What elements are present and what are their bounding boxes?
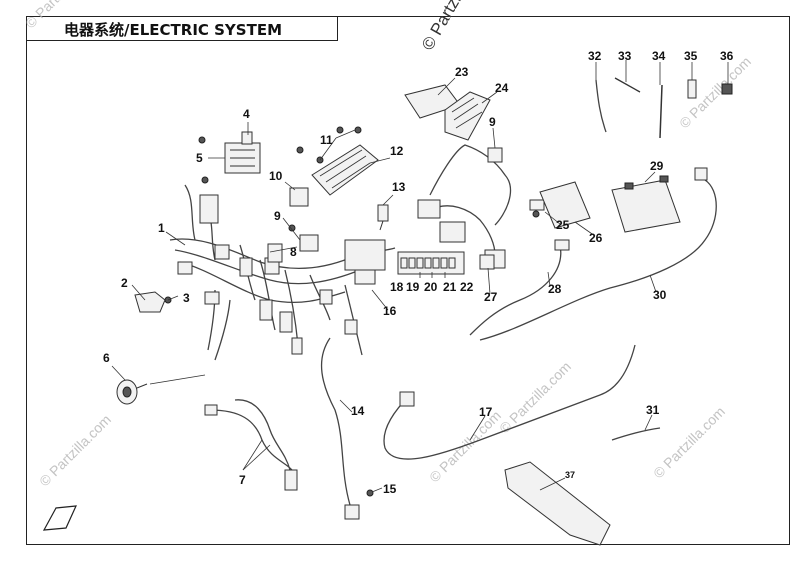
part-6-horn[interactable] — [116, 379, 148, 405]
part-28-cable[interactable] — [469, 239, 570, 336]
part-34-rod[interactable] — [659, 84, 663, 139]
secondary-harness[interactable] — [417, 144, 545, 269]
leader-lines — [111, 60, 729, 493]
part-25-clip[interactable] — [532, 210, 540, 218]
callout-33[interactable]: 33 — [618, 49, 632, 63]
callout-5[interactable]: 5 — [196, 151, 203, 165]
callout-15[interactable]: 15 — [383, 482, 397, 496]
callout-18[interactable]: 18 — [390, 280, 404, 294]
fuse-box[interactable] — [344, 239, 386, 285]
part-36-fuse[interactable] — [721, 83, 733, 95]
callout-3[interactable]: 3 — [183, 291, 190, 305]
callout-8[interactable]: 8 — [290, 245, 297, 259]
callout-28[interactable]: 28 — [548, 282, 562, 296]
callout-13[interactable]: 13 — [392, 180, 406, 194]
part-14-harness[interactable] — [320, 337, 360, 520]
callout-16[interactable]: 16 — [383, 304, 397, 318]
callout-30[interactable]: 30 — [653, 288, 667, 302]
callout-32[interactable]: 32 — [588, 49, 602, 63]
front-arrow-icon — [42, 505, 77, 531]
callout-19[interactable]: 19 — [406, 280, 420, 294]
callout-36[interactable]: 36 — [720, 49, 734, 63]
part-12-ecu[interactable] — [311, 144, 379, 196]
callout-9[interactable]: 9 — [274, 209, 281, 223]
connector-block — [199, 194, 219, 224]
part-37-bracket[interactable] — [504, 461, 611, 546]
callout-7[interactable]: 7 — [239, 473, 246, 487]
callout-24[interactable]: 24 — [495, 81, 509, 95]
callout-14[interactable]: 14 — [351, 404, 365, 418]
part-4-regulator[interactable] — [224, 131, 261, 174]
callout-labels: 1 2 3 4 5 6 7 8 9 9 10 11 12 13 14 15 16… — [103, 49, 734, 496]
callout-23[interactable]: 23 — [455, 65, 469, 79]
callout-20[interactable]: 20 — [424, 280, 438, 294]
callout-2[interactable]: 2 — [121, 276, 128, 290]
part-29-battery[interactable] — [611, 175, 681, 233]
callout-4[interactable]: 4 — [243, 107, 250, 121]
callout-6[interactable]: 6 — [103, 351, 110, 365]
callout-34[interactable]: 34 — [652, 49, 666, 63]
callout-12[interactable]: 12 — [390, 144, 404, 158]
callout-26[interactable]: 26 — [589, 231, 603, 245]
part-31-strap[interactable] — [611, 427, 661, 441]
part-33-wire[interactable] — [614, 77, 641, 93]
callout-11[interactable]: 11 — [320, 133, 333, 147]
part-7-sensors[interactable] — [204, 399, 298, 491]
callout-9b[interactable]: 9 — [489, 115, 496, 129]
part-15-grommet[interactable] — [366, 489, 374, 497]
callout-27[interactable]: 27 — [484, 290, 498, 304]
parts-18-22-fuses[interactable] — [397, 251, 465, 275]
part-35-fuse[interactable] — [687, 79, 697, 99]
callout-35[interactable]: 35 — [684, 49, 698, 63]
callout-21[interactable]: 21 — [443, 280, 457, 294]
part-5-bolts[interactable] — [198, 136, 209, 184]
part-10-relay[interactable] — [289, 187, 309, 207]
callout-10[interactable]: 10 — [269, 169, 283, 183]
callout-22[interactable]: 22 — [460, 280, 474, 294]
part-27-connector[interactable] — [479, 254, 495, 270]
part-13-sensor[interactable] — [377, 204, 389, 231]
title-box: 电器系统/ELECTRIC SYSTEM — [26, 16, 338, 41]
callout-31[interactable]: 31 — [646, 403, 660, 417]
diagram-frame — [26, 16, 790, 545]
callout-29[interactable]: 29 — [650, 159, 664, 173]
diagram-title: 电器系统/ELECTRIC SYSTEM — [64, 21, 283, 39]
part-8-connector[interactable] — [267, 243, 283, 263]
callout-1[interactable]: 1 — [158, 221, 165, 235]
part-9-bolt[interactable] — [288, 224, 319, 252]
callout-17[interactable]: 17 — [479, 405, 493, 419]
callout-37[interactable]: 37 — [565, 470, 575, 480]
part-24-display[interactable] — [444, 91, 491, 141]
callout-25[interactable]: 25 — [556, 218, 570, 232]
part-30-cable[interactable] — [479, 167, 717, 341]
part-17-cable[interactable] — [383, 344, 636, 460]
part-32-wire[interactable] — [595, 79, 607, 133]
